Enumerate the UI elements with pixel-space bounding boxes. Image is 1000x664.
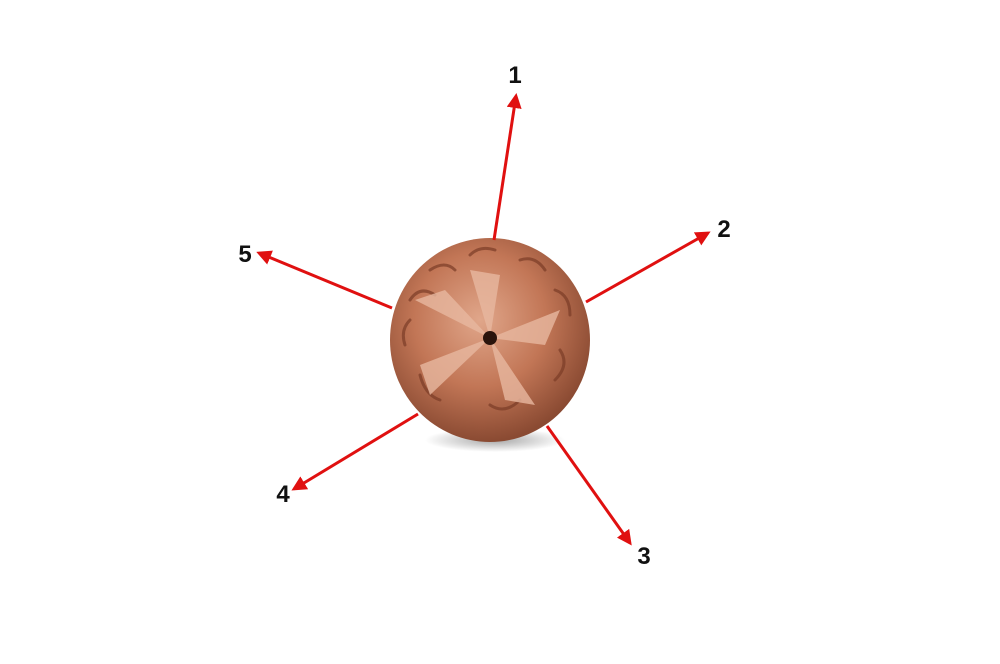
label-5: 5 [238,241,252,268]
arrow-2 [585,231,711,304]
label-1: 1 [508,62,522,89]
arrow-5 [256,250,393,310]
arrow-3 [545,425,632,546]
bead-texture [401,246,572,411]
arrow-4 [291,412,419,491]
bead-face-ridges [415,270,560,405]
label-3: 3 [637,543,651,570]
bead-hole [483,331,497,345]
label-4: 4 [276,481,290,508]
label-2: 2 [717,216,731,243]
arrow-1 [492,93,522,241]
bead [390,238,590,442]
